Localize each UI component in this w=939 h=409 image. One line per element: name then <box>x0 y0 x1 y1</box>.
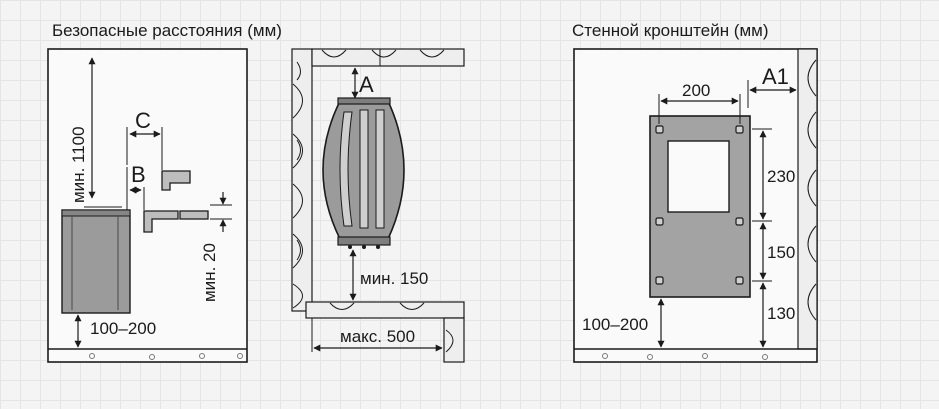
middle-heater-feet <box>348 245 380 249</box>
label-min-150: мин. 150 <box>360 269 428 288</box>
label-a1: A1 <box>762 64 789 89</box>
label-min-1100: мин. 1100 <box>69 126 88 203</box>
middle-bench <box>305 301 465 363</box>
middle-heater-base <box>337 236 391 246</box>
middle-heater <box>322 97 405 249</box>
label-min-20: мин. 20 <box>200 243 219 302</box>
label-left-100-200: 100–200 <box>90 319 156 338</box>
label-130: 130 <box>767 304 795 323</box>
wall-bracket <box>649 115 751 298</box>
label-b: B <box>131 162 146 187</box>
wall-bracket-holes <box>655 125 744 285</box>
label-right-100-200: 100–200 <box>582 315 648 334</box>
left-moulding-upper <box>161 170 191 191</box>
right-floor-dots <box>602 353 768 360</box>
middle-wall-logs <box>291 48 313 312</box>
label-a: A <box>359 72 374 97</box>
label-230: 230 <box>767 167 795 186</box>
middle-ceiling-logs <box>311 48 465 67</box>
middle-heater-slots <box>339 109 385 229</box>
wall-bracket-cutout <box>667 140 730 213</box>
middle-heater-top <box>337 97 391 105</box>
right-wall-log-grain <box>807 59 817 321</box>
right-panel-title: Стенной кронштейн (мм) <box>572 21 769 40</box>
label-c: C <box>135 108 151 133</box>
label-max-500: макс. 500 <box>340 327 415 346</box>
left-heater-top <box>61 209 131 217</box>
left-panel-title: Безопасные расстояния (мм) <box>52 21 282 40</box>
label-150: 150 <box>767 243 795 262</box>
left-heater <box>61 209 131 314</box>
left-floor-dots <box>89 353 243 360</box>
left-moulding-lower <box>143 210 209 233</box>
left-heater-body <box>61 209 131 314</box>
label-200: 200 <box>682 81 710 100</box>
